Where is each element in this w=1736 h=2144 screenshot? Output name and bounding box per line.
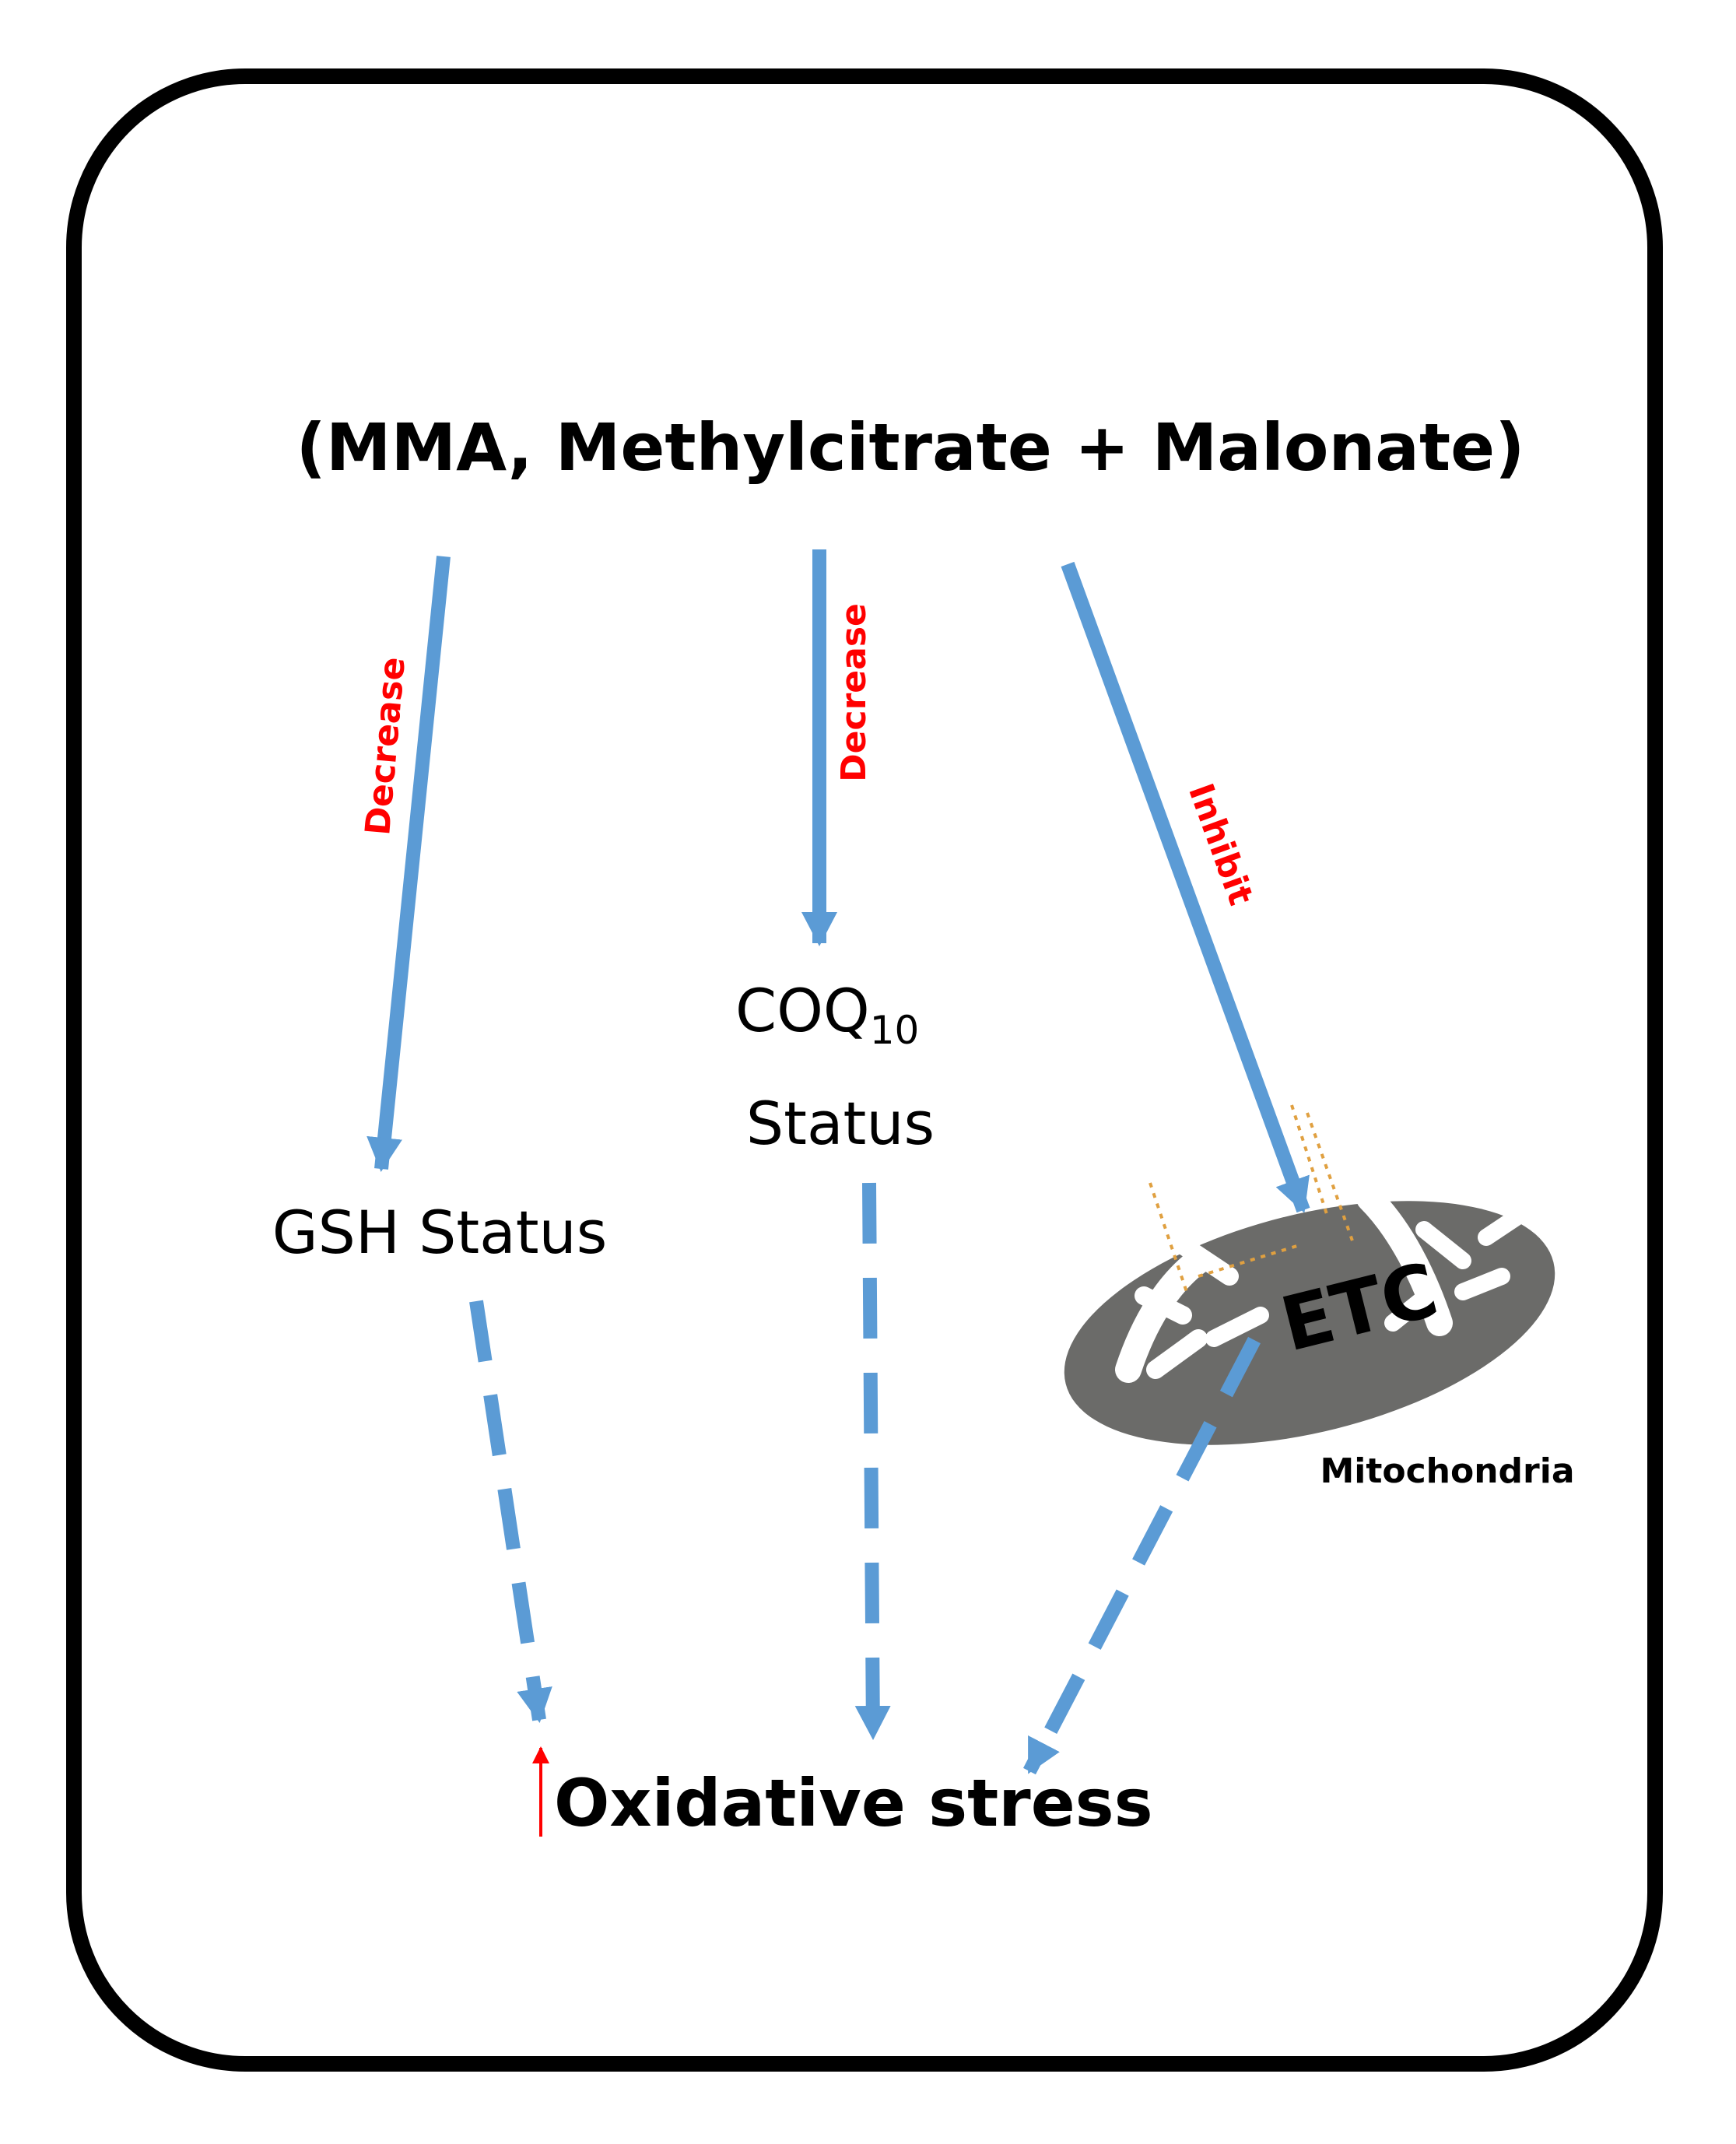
coq10-label: COQ10 (735, 976, 919, 1053)
coq10-subscript: 10 (870, 1008, 920, 1053)
compounds-label: (MMA, Methylcitrate + Malonate) (296, 409, 1525, 486)
edge-gsh-to-outcome (469, 1300, 552, 1723)
mitochondria-label: Mitochondria (1320, 1451, 1574, 1491)
diagram-frame (66, 68, 1663, 2072)
gsh-status-label: GSH Status (272, 1198, 608, 1267)
coq10-status-label: Status (746, 1089, 935, 1158)
edge-label-decrease-coq10: Decrease (834, 603, 874, 782)
edge-label-decrease-gsh: Decrease (358, 655, 413, 837)
edge-etc-to-outcome (1023, 1336, 1261, 1775)
oxidative-stress-label: Oxidative stress (554, 1765, 1153, 1841)
edge-compounds-to-gsh (366, 556, 451, 1172)
edge-compounds-to-etc (1061, 561, 1310, 1213)
coq10-main: COQ (735, 976, 870, 1045)
edge-coq10-to-outcome (854, 1182, 891, 1740)
mitochondrion-icon (1064, 1104, 1555, 1445)
